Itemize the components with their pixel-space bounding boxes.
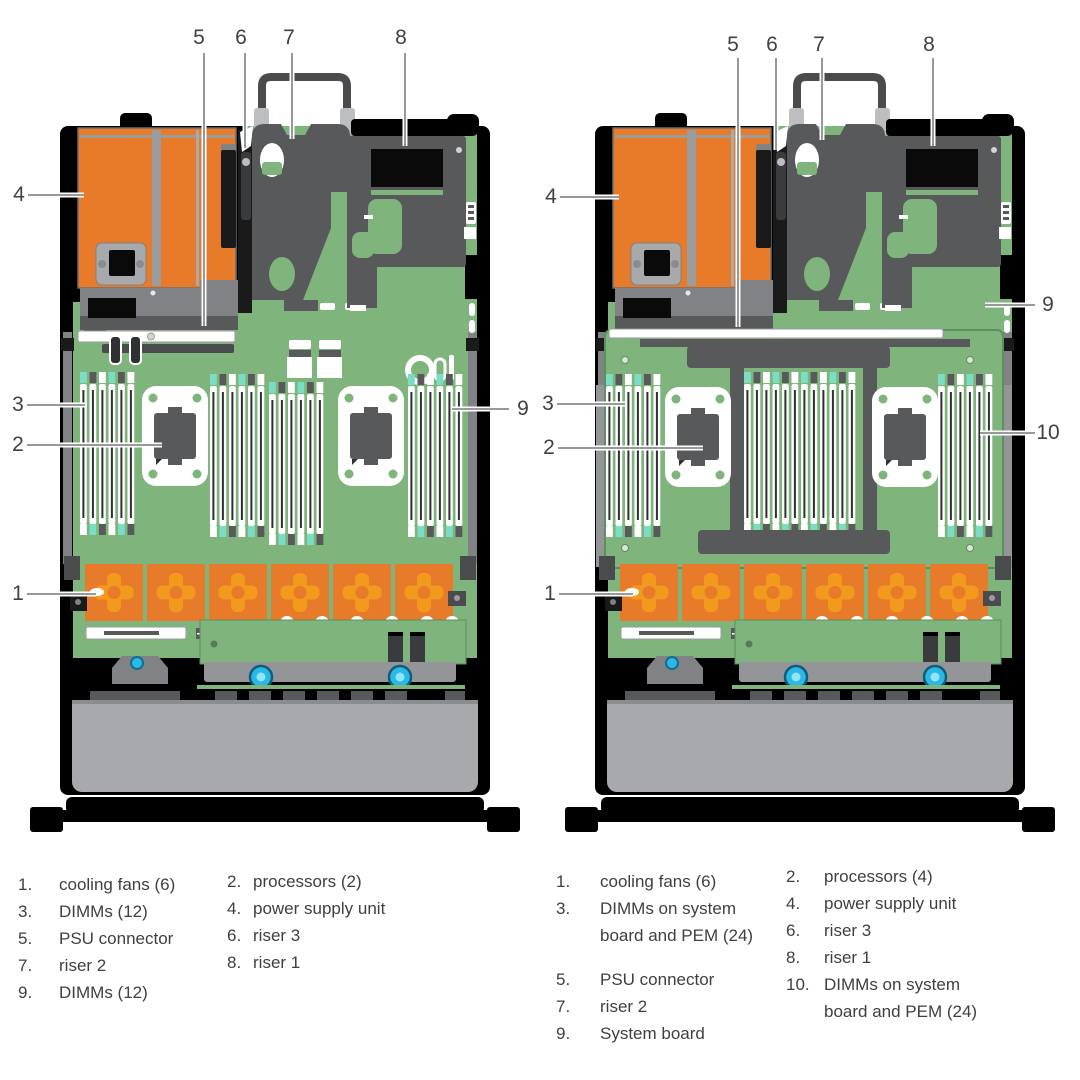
legend-item: 4. power supply unit xyxy=(227,895,443,922)
callout-2: 2 xyxy=(543,436,555,459)
legend-item: 9. System board xyxy=(556,1020,775,1047)
legend-item-label: riser 1 xyxy=(824,948,872,967)
callout-7: 7 xyxy=(283,26,295,49)
legend-item-label: riser 2 xyxy=(59,956,107,975)
legend-item: 2. processors (2) xyxy=(227,868,443,895)
legend-item: 7. riser 2 xyxy=(18,952,229,979)
system-board-components xyxy=(109,335,454,385)
legend-item-label: riser 1 xyxy=(253,953,301,972)
legend-item-label: PSU connector xyxy=(59,929,174,948)
callout-4: 4 xyxy=(545,185,557,208)
legend-item-number: 9. xyxy=(18,983,33,1002)
cpu-socket xyxy=(142,386,208,486)
legend-item-label: power supply unit xyxy=(253,899,386,918)
leader-lines xyxy=(557,58,1035,597)
legend-item-number: 6. xyxy=(786,921,801,940)
legend-item-number: 8. xyxy=(786,948,801,967)
legend-item: 7. riser 2 xyxy=(556,993,775,1020)
legend-item: 6. riser 3 xyxy=(786,917,996,944)
legend-item-number: 5. xyxy=(18,929,33,948)
callout-4: 4 xyxy=(13,183,25,206)
legend-item-label: cooling fans (6) xyxy=(59,875,176,894)
legend-item-number: 7. xyxy=(556,997,571,1016)
legend-item: 5. PSU connector xyxy=(556,966,775,993)
legend-item-label: power supply unit xyxy=(824,894,957,913)
legend-item: 1. cooling fans (6) xyxy=(556,868,775,895)
legend-left-column-2: 2. processors (2) 4. power supply unit 6. r… xyxy=(227,868,443,976)
legend-right-column-2: 2. processors (4) 4. power supply unit 6. r… xyxy=(786,863,996,1025)
legend-item-label: DIMMs on system board and PEM (24) xyxy=(824,975,978,1021)
cpu-socket xyxy=(872,387,938,487)
legend-item-number: 3. xyxy=(18,902,33,921)
legend-item-number: 3. xyxy=(556,899,571,918)
legend-item: 9. DIMMs (12) xyxy=(18,979,229,1006)
legend-item-label: riser 3 xyxy=(824,921,872,940)
cpu-socket xyxy=(338,386,404,486)
legend-item-label: DIMMs (12) xyxy=(59,902,148,921)
legend-item-number: 4. xyxy=(786,894,801,913)
legend-item: 1. cooling fans (6) xyxy=(18,871,229,898)
callout-6: 6 xyxy=(766,33,778,56)
callout-8: 8 xyxy=(923,33,935,56)
callout-2: 2 xyxy=(12,433,24,456)
callout-9: 9 xyxy=(517,397,529,420)
legend-item: 2. processors (4) xyxy=(786,863,996,890)
legend-item-number: 5. xyxy=(556,970,571,989)
legend-item-label: System board xyxy=(600,1024,705,1043)
legend-item-number: 1. xyxy=(556,872,571,891)
legend-item-number: 8. xyxy=(227,953,242,972)
legend-item-number: 4. xyxy=(227,899,242,918)
legend-item-label: processors (2) xyxy=(253,872,362,891)
legend-right-column-1: 1. cooling fans (6) 3. DIMMs on system boa… xyxy=(556,868,775,1047)
processor-expansion-module xyxy=(596,328,1012,569)
legend-item: 3. DIMMs (12) xyxy=(18,898,229,925)
legend-item-number: 2. xyxy=(227,872,242,891)
callout-3: 3 xyxy=(542,392,554,415)
callout-5: 5 xyxy=(727,33,739,56)
legend-item: 8. riser 1 xyxy=(786,944,996,971)
leader-lines xyxy=(27,53,509,597)
legend-item-label: riser 3 xyxy=(253,926,301,945)
cpu-socket xyxy=(665,387,731,487)
callout-10: 10 xyxy=(1036,421,1059,444)
legend-item: 4. power supply unit xyxy=(786,890,996,917)
legend-item-number: 1. xyxy=(18,875,33,894)
server-diagram-2-processor: 4 5 6 7 8 3 2 1 9 xyxy=(12,26,529,832)
callout-1: 1 xyxy=(544,582,556,605)
callout-7: 7 xyxy=(813,33,825,56)
callout-8: 8 xyxy=(395,26,407,49)
legend-item-label: DIMMs on system board and PEM (24) xyxy=(600,899,754,945)
legend-item: 10. DIMMs on system board and PEM (24) xyxy=(786,971,996,1025)
legend-item-number: 6. xyxy=(227,926,242,945)
callout-numbers: 4 5 6 7 8 3 2 1 9 xyxy=(12,26,529,605)
legend-item: 6. riser 3 xyxy=(227,922,443,949)
legend-item-number: 10. xyxy=(786,975,810,994)
legend-item: 5. PSU connector xyxy=(18,925,229,952)
legend-item-number: 2. xyxy=(786,867,801,886)
legend-item: 8. riser 1 xyxy=(227,949,443,976)
callout-5: 5 xyxy=(193,26,205,49)
callout-1: 1 xyxy=(12,582,24,605)
server-diagram-4-processor: 4 5 6 7 8 3 2 1 9 10 xyxy=(542,33,1060,832)
legend-item-number: 7. xyxy=(18,956,33,975)
callout-6: 6 xyxy=(235,26,247,49)
legend-item-number: 9. xyxy=(556,1024,571,1043)
legend-item: 3. DIMMs on system board and PEM (24) xyxy=(556,895,775,949)
callout-numbers: 4 5 6 7 8 3 2 1 9 10 xyxy=(542,33,1060,605)
legend-item-label: DIMMs (12) xyxy=(59,983,148,1002)
legend-item-label: cooling fans (6) xyxy=(600,872,717,891)
callout-9: 9 xyxy=(1042,293,1054,316)
legend-item-label: processors (4) xyxy=(824,867,933,886)
legend-left-column-1: 1. cooling fans (6) 3. DIMMs (12) 5. PSU co… xyxy=(18,871,229,1006)
legend-item-label: PSU connector xyxy=(600,970,715,989)
callout-3: 3 xyxy=(12,393,24,416)
legend-item-label: riser 2 xyxy=(600,997,648,1016)
